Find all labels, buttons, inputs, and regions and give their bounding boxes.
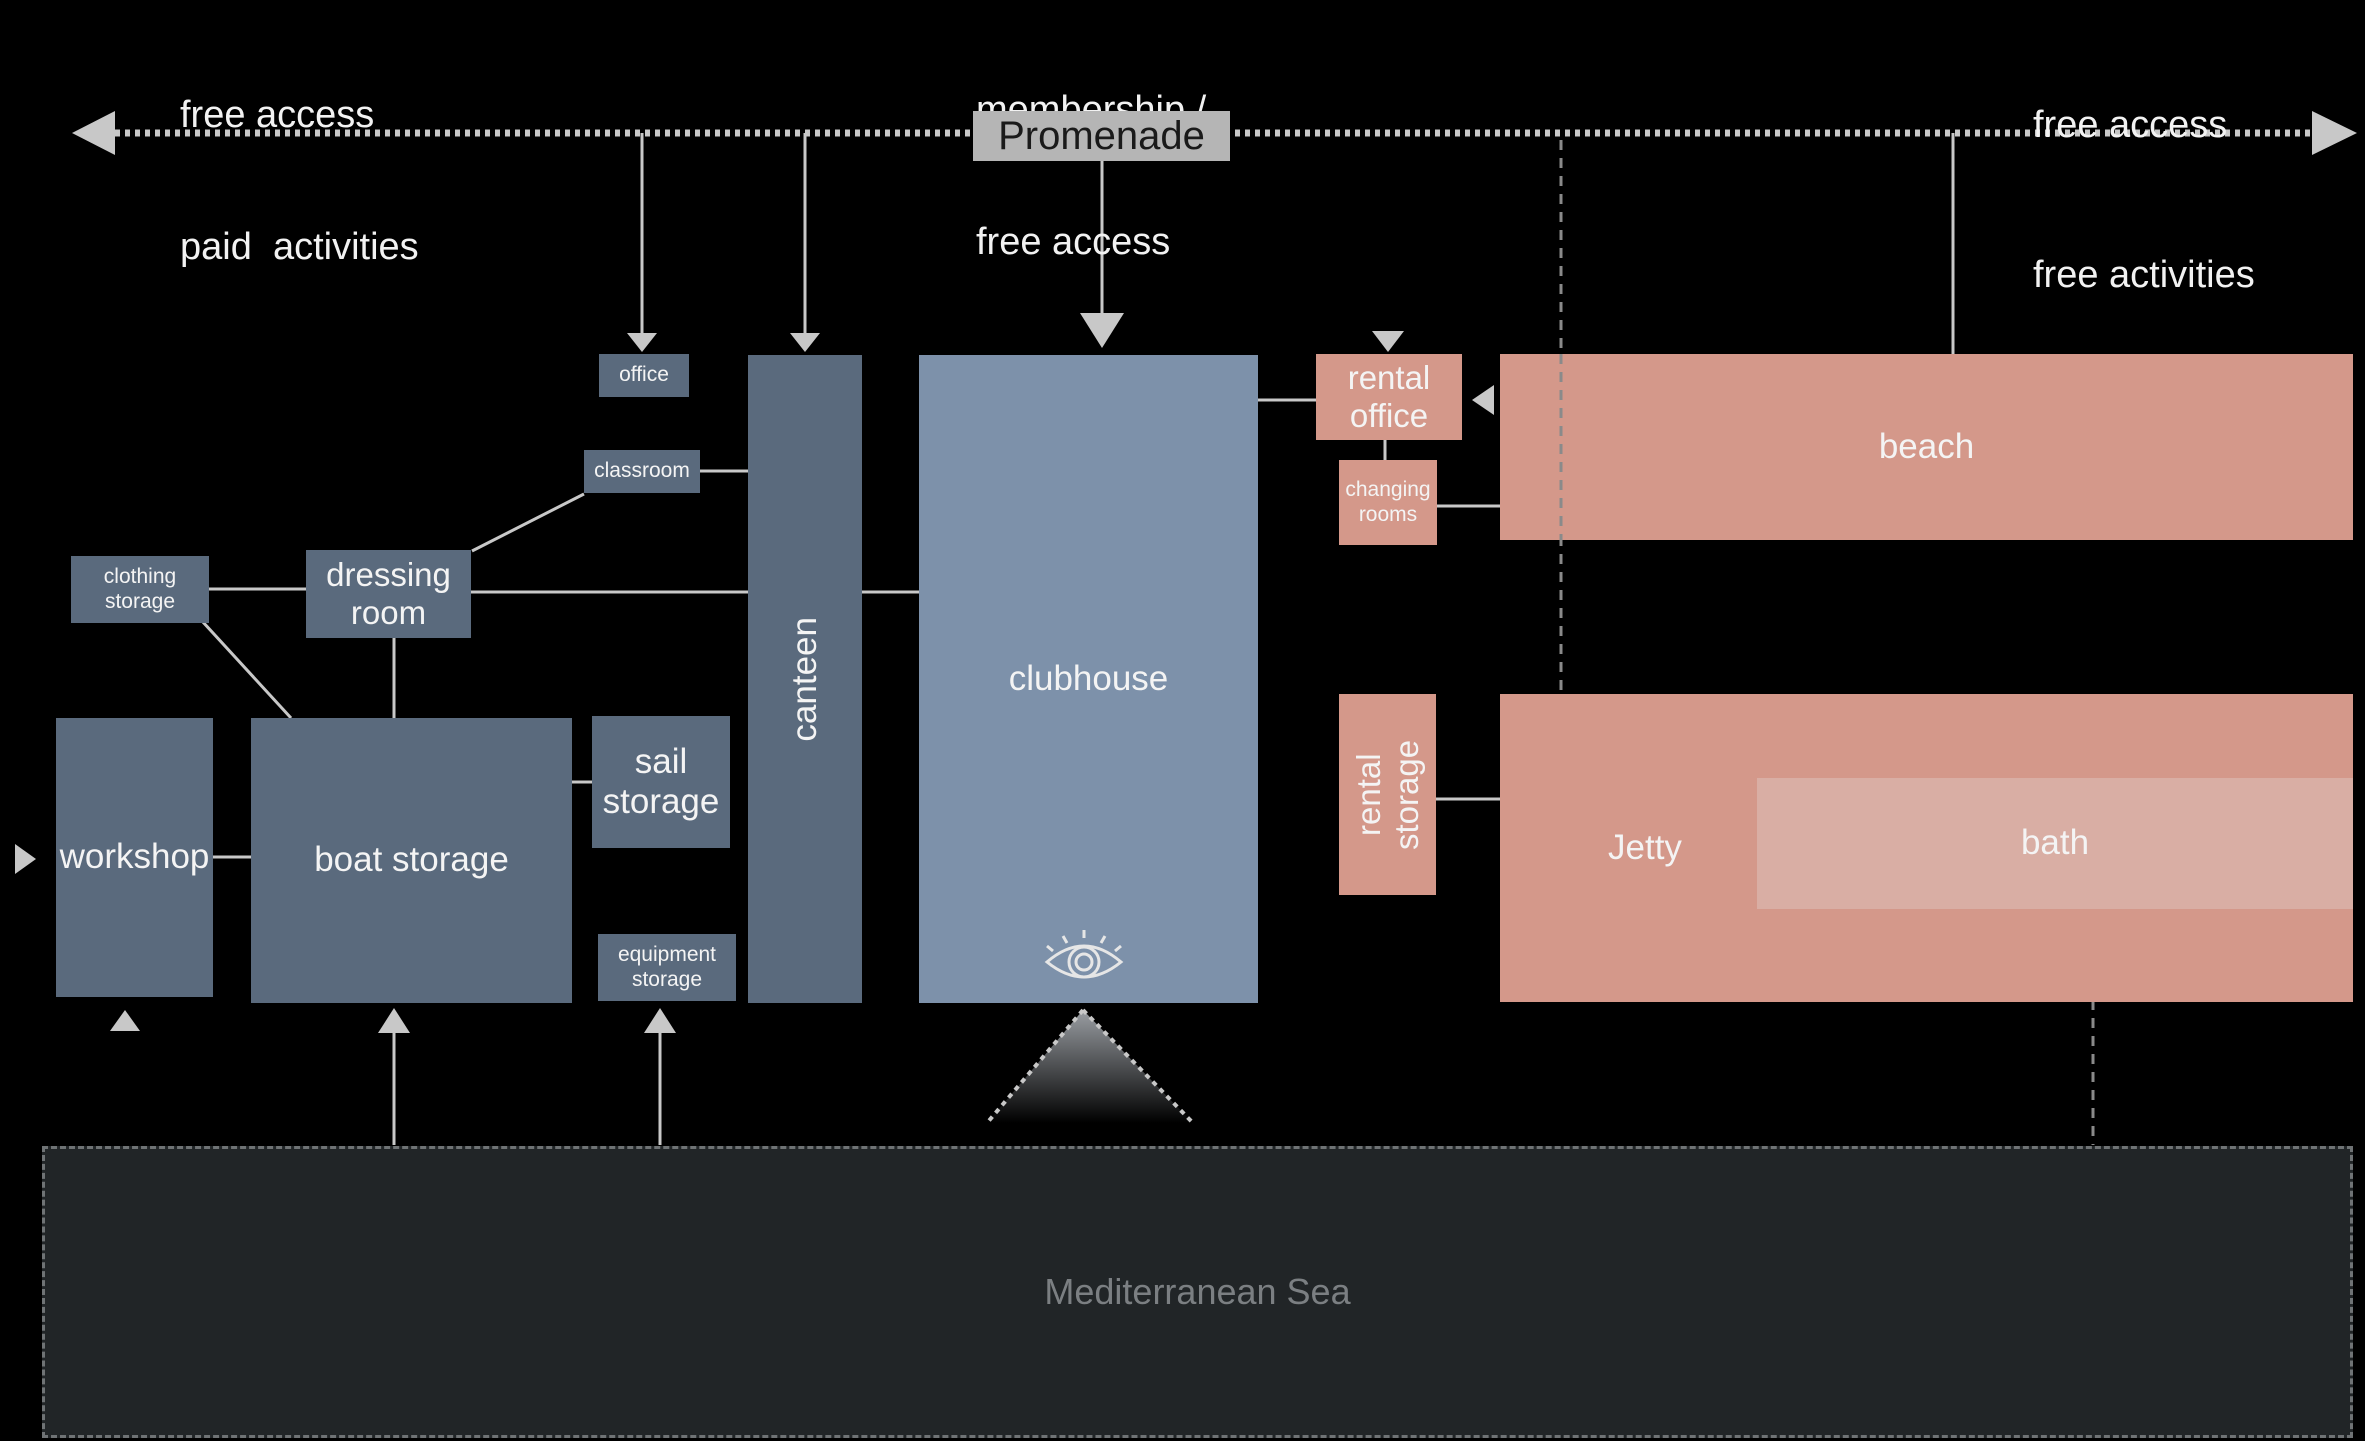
zone-label-right: free access free activities bbox=[2033, 0, 2255, 400]
equipment-storage-line2: storage bbox=[631, 967, 703, 991]
canteen-entry-arrow bbox=[790, 333, 820, 352]
boat-storage-room: boat storage bbox=[251, 718, 572, 1003]
boat-launch-arrow bbox=[378, 1008, 410, 1033]
zone-label-center: membership / free access bbox=[976, 0, 1206, 352]
clubhouse-room: clubhouse bbox=[919, 355, 1258, 1003]
promenade-label: Promenade bbox=[973, 111, 1230, 161]
sea-area: Mediterranean Sea bbox=[42, 1146, 2353, 1438]
dressing-room-line2: room bbox=[350, 594, 427, 631]
rental-storage-room: rental storage bbox=[1339, 694, 1436, 895]
eye-icon bbox=[1044, 930, 1124, 979]
rental-office-entry-arrow bbox=[1372, 331, 1404, 352]
rental-office-line2: office bbox=[1349, 397, 1429, 434]
zone-left-line1: free access bbox=[180, 94, 375, 136]
office-room: office bbox=[599, 354, 689, 397]
zone-right-line2: free activities bbox=[2033, 254, 2255, 296]
promenade-arrow-left bbox=[72, 111, 115, 155]
zone-left-line2: paid activities bbox=[180, 226, 419, 268]
classroom-room: classroom bbox=[584, 450, 700, 493]
dressing-room: dressing room bbox=[306, 550, 471, 638]
bath-area: bath bbox=[1757, 778, 2353, 909]
changing-rooms-line1: changing bbox=[1345, 478, 1431, 502]
equipment-launch-arrow bbox=[644, 1008, 676, 1033]
dressing-room-line1: dressing bbox=[326, 556, 451, 594]
zone-right-line1: free access bbox=[2033, 104, 2228, 146]
office-entry-arrow bbox=[627, 333, 657, 352]
changing-rooms-room: changing rooms bbox=[1339, 460, 1437, 545]
sail-storage-line2: storage bbox=[602, 782, 720, 821]
workshop-sea-arrow bbox=[110, 1010, 140, 1031]
workshop-room: workshop bbox=[56, 718, 213, 997]
beach-to-rental-arrow bbox=[1472, 385, 1494, 415]
changing-rooms-line2: rooms bbox=[1358, 502, 1418, 526]
jetty-label: Jetty bbox=[1608, 827, 1682, 867]
zone-center-line2: free access bbox=[976, 221, 1171, 263]
equipment-storage-line1: equipment bbox=[617, 943, 717, 967]
rental-office-line1: rental bbox=[1347, 359, 1431, 397]
zone-label-left: free access paid activities bbox=[180, 5, 419, 357]
view-cone bbox=[987, 1010, 1193, 1123]
rental-storage-line1: rental bbox=[1349, 753, 1387, 836]
rental-office-room: rental office bbox=[1316, 354, 1462, 440]
clothing-storage-room: clothing storage bbox=[71, 556, 209, 623]
promenade-arrow-right bbox=[2312, 111, 2357, 155]
clothing-storage-line2: storage bbox=[104, 589, 176, 613]
canteen-label: canteen bbox=[784, 616, 824, 742]
sail-storage-room: sail storage bbox=[592, 716, 730, 848]
workshop-entry-arrow bbox=[15, 844, 36, 874]
sail-storage-line1: sail bbox=[634, 741, 688, 781]
equipment-storage-room: equipment storage bbox=[598, 934, 736, 1001]
rental-storage-label: rental storage bbox=[1350, 694, 1426, 895]
clothing-storage-line1: clothing bbox=[103, 565, 177, 589]
beach-area: beach bbox=[1500, 354, 2353, 540]
clubhouse-entry-arrow bbox=[1080, 313, 1124, 348]
rental-storage-line2: storage bbox=[1387, 739, 1425, 850]
canteen-room: canteen bbox=[748, 355, 862, 1003]
